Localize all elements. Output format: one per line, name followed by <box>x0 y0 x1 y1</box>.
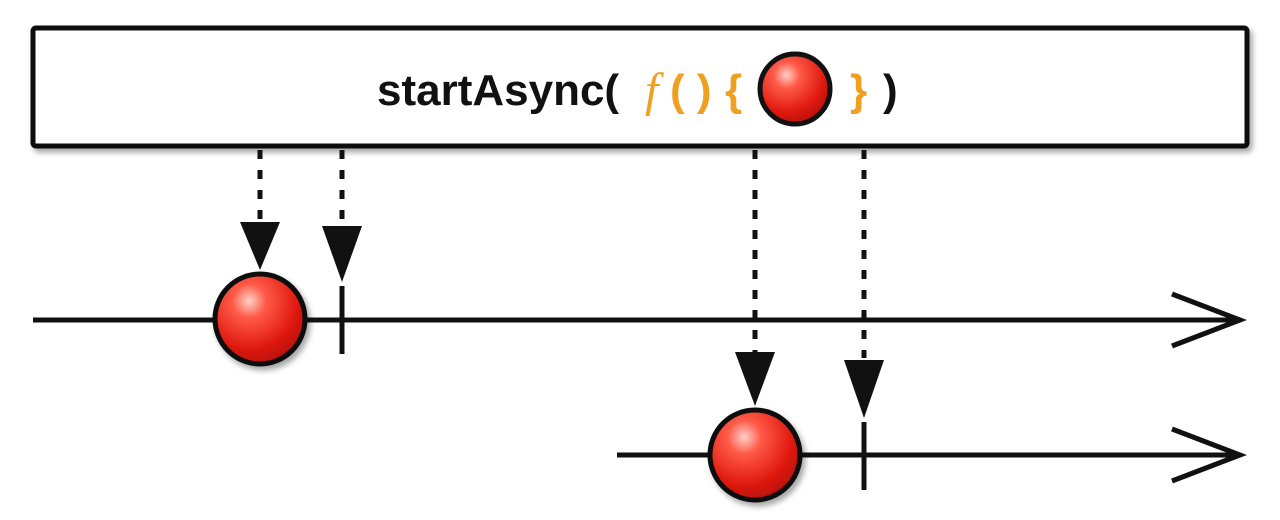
arrowhead-item-2 <box>735 352 775 406</box>
arrowhead-complete-2 <box>844 360 884 418</box>
timeline-1-item-marble <box>212 271 308 367</box>
arrowhead-item-1 <box>240 222 280 270</box>
connector-arrowheads <box>240 222 884 418</box>
function-close-brace: } <box>850 66 867 115</box>
operator-box-frame <box>30 25 1250 149</box>
function-body-marble <box>757 51 833 127</box>
timeline-1 <box>33 271 1248 367</box>
function-open-brace: { <box>725 66 742 115</box>
function-parens: ( ) <box>670 66 712 115</box>
operator-close-paren: ) <box>883 66 898 115</box>
timeline-1-arrow-icon <box>1171 291 1248 349</box>
timeline-2-arrow-icon <box>1171 426 1248 484</box>
arrowhead-complete-1 <box>322 226 362 282</box>
operator-name: startAsync( <box>377 66 619 115</box>
operator-box: startAsync( f ( ) { } ) <box>30 25 1250 149</box>
timeline-2-item-marble <box>707 407 803 503</box>
timeline-2 <box>617 407 1248 503</box>
